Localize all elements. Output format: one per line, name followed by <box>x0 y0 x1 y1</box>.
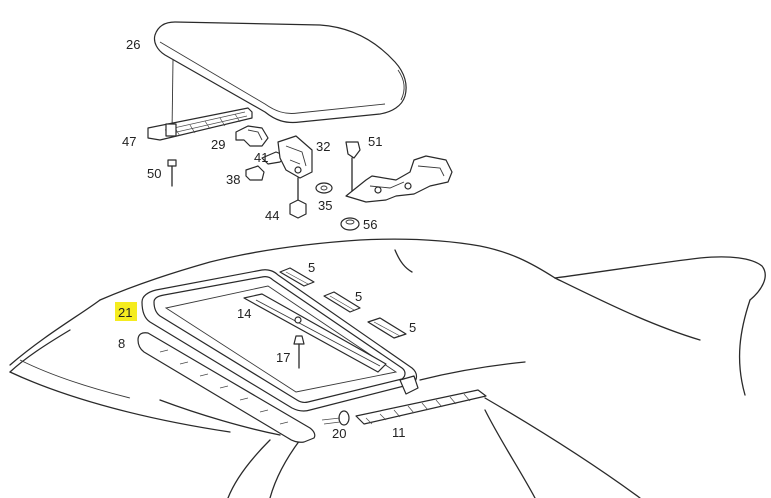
callout-14: 14 <box>237 306 251 321</box>
guide-rail-14 <box>243 293 387 373</box>
callout-29: 29 <box>211 137 225 152</box>
deflector-strip-5-a <box>279 267 315 287</box>
callout-38: 38 <box>226 172 240 187</box>
callout-labels: 26 47 29 32 51 41 50 38 35 44 56 5 5 5 2… <box>115 37 416 441</box>
callout-20: 20 <box>332 426 346 441</box>
screw-20 <box>321 410 350 426</box>
bolt-44 <box>289 177 307 219</box>
callout-8: 8 <box>118 336 125 351</box>
callout-5-a: 5 <box>308 260 315 275</box>
callout-51: 51 <box>368 134 382 149</box>
deflector-strip-5-b <box>323 291 361 313</box>
callout-35: 35 <box>318 198 332 213</box>
block-38 <box>245 165 265 181</box>
car-roof-outline <box>9 238 766 498</box>
callout-41: 41 <box>254 150 268 165</box>
callout-26: 26 <box>126 37 140 52</box>
washer-35 <box>315 182 333 194</box>
lifter-bracket-32 <box>277 135 313 179</box>
bracket-29 <box>235 125 269 147</box>
callout-11: 11 <box>392 425 406 440</box>
guide-rail-47 <box>147 107 253 141</box>
nut-56 <box>340 217 360 231</box>
drain-channel-11 <box>355 389 487 425</box>
sunroof-glass-panel <box>153 21 407 133</box>
deflector-strip-5-c <box>367 317 407 339</box>
screw-17 <box>293 335 305 369</box>
sunroof-seal-frame-21 <box>141 269 418 412</box>
callout-47: 47 <box>122 134 136 149</box>
callout-56: 56 <box>363 217 377 232</box>
drive-mechanism-bracket <box>345 155 453 203</box>
callout-21-highlight <box>115 302 137 321</box>
callout-50: 50 <box>147 166 161 181</box>
callout-5-b: 5 <box>355 289 362 304</box>
callout-32: 32 <box>316 139 330 154</box>
callout-5-c: 5 <box>409 320 416 335</box>
clip-51 <box>345 141 361 197</box>
frame-gasket-8 <box>137 332 419 443</box>
bolt-50 <box>167 159 177 187</box>
callout-21: 21 <box>118 305 132 320</box>
callout-17: 17 <box>276 350 290 365</box>
callout-44: 44 <box>265 208 279 223</box>
